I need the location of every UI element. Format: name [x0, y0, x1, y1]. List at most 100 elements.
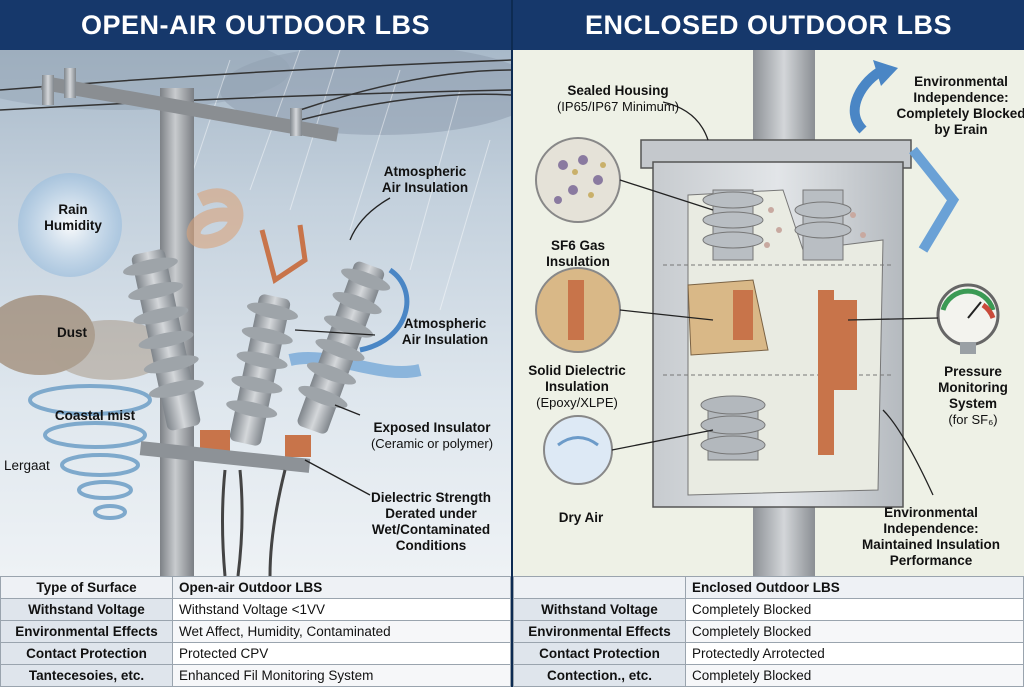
row-label: Contact Protection	[513, 642, 686, 665]
air2-line1: Atmospheric	[403, 316, 487, 331]
table-row: Contact Protection Protected CPV	[0, 642, 511, 665]
row-value: Completely Blocked	[685, 598, 1024, 621]
enclosed-panel: ENCLOSED OUTDOOR LBS	[513, 0, 1024, 576]
rain-label: Rain Humidity	[38, 202, 108, 234]
env2-line4: Performance	[889, 553, 973, 568]
copper-switch-blade	[259, 224, 308, 285]
table-header-row: Type of Surface Open-air Outdoor LBS	[0, 576, 511, 599]
solid-dielectric-inset	[535, 267, 621, 353]
dust-text: Dust	[57, 325, 87, 340]
solid-line3: (Epoxy/XLPE)	[536, 395, 618, 410]
copper-busbar	[818, 290, 857, 455]
sf6-gas-label: SF6 Gas Insulation	[533, 238, 623, 270]
lergaat-text: Lergaat	[4, 458, 50, 473]
dust-cloud	[0, 295, 170, 380]
table-header-row: Enclosed Outdoor LBS	[513, 576, 1024, 599]
table-row: Contact Protection Protectedly Arrotecte…	[513, 642, 1024, 665]
pressure-line3: System	[948, 396, 998, 411]
rain-text: Rain	[58, 202, 88, 217]
env2-line1: Environmental	[884, 505, 978, 520]
crossarm	[40, 75, 339, 142]
wind-arrow	[359, 267, 410, 353]
blocked-arrow-up	[849, 65, 886, 134]
row-label: Contact Protection	[0, 642, 173, 665]
table-row: Withstand Voltage Completely Blocked	[513, 598, 1024, 621]
exposed-line2: (Ceramic or polymer)	[370, 436, 494, 451]
row-value: Completely Blocked	[685, 620, 1024, 643]
lergaat-label: Lergaat	[4, 458, 64, 474]
header-cell	[513, 576, 686, 599]
row-label: Environmental Effects	[0, 620, 173, 643]
pressure-gauge	[936, 283, 1000, 354]
solid-line2: Insulation	[545, 379, 609, 394]
header-cell: Enclosed Outdoor LBS	[685, 576, 1024, 599]
copper-terminal-right	[285, 435, 311, 457]
table-row: Environmental Effects Wet Affect, Humidi…	[0, 620, 511, 643]
dry-air-text: Dry Air	[558, 510, 604, 525]
env1-line1: Environmental	[914, 74, 1008, 89]
solid-dielectric-label: Solid Dielectric Insulation (Epoxy/XLPE)	[517, 363, 637, 411]
row-value: Protected CPV	[172, 642, 511, 665]
row-label: Tantecesoies, etc.	[0, 664, 173, 687]
env1-line2: Independence:	[913, 90, 1009, 105]
air1-line1: Atmospheric	[383, 164, 467, 179]
row-label: Withstand Voltage	[513, 598, 686, 621]
dielectric-line3: Wet/Contaminated	[371, 522, 491, 537]
coastal-text: Coastal mist	[54, 408, 136, 423]
table-row: Tantecesoies, etc. Enhanced Fil Monitori…	[0, 664, 511, 687]
sf6-line1: SF6 Gas	[550, 238, 606, 253]
exposed-insulator-label: Exposed Insulator (Ceramic or polymer)	[354, 420, 510, 452]
insulator-right	[297, 261, 391, 434]
header-cell: Open-air Outdoor LBS	[172, 576, 511, 599]
humidity-text: Humidity	[44, 218, 102, 233]
sealed-housing-label: Sealed Housing (IP65/IP67 Minimum)	[533, 83, 703, 115]
center-divider	[511, 0, 513, 687]
enclosed-title: ENCLOSED OUTDOOR LBS	[513, 0, 1024, 50]
row-value: Protectedly Arrotected	[685, 642, 1024, 665]
copper-contact	[733, 290, 753, 340]
open-air-illustration	[0, 50, 511, 576]
env2-line3: Maintained Insulation	[861, 537, 1000, 552]
row-value: Withstand Voltage <1VV	[172, 598, 511, 621]
insulator-middle	[226, 294, 298, 446]
table-row: Contection., etc. Completely Blocked	[513, 664, 1024, 687]
rain-bubble	[18, 173, 122, 277]
open-air-title: OPEN-AIR OUTDOOR LBS	[0, 0, 511, 50]
sf6-gas-inset	[535, 137, 621, 223]
pressure-line2: Monitoring	[938, 380, 1008, 395]
insulator-left	[123, 249, 204, 431]
copper-terminal-left	[200, 430, 230, 452]
dielectric-line1: Dielectric Strength	[370, 490, 492, 505]
dielectric-line2: Derated under	[385, 506, 477, 521]
coastal-mist-label: Coastal mist	[40, 408, 150, 424]
dry-air-label: Dry Air	[541, 510, 621, 526]
sealed-line2: (IP65/IP67 Minimum)	[556, 99, 680, 114]
environmental-independence-bottom-label: Environmental Independence: Maintained I…	[851, 505, 1011, 569]
env1-line3: Completely Blocked	[896, 106, 1024, 121]
row-value: Enhanced Fil Monitoring System	[172, 664, 511, 687]
row-value: Wet Affect, Humidity, Contaminated	[172, 620, 511, 643]
row-label: Contection., etc.	[513, 664, 686, 687]
coastal-mist-swirl	[28, 384, 152, 520]
atmospheric-air-label-2: Atmospheric Air Insulation	[380, 316, 510, 348]
atmospheric-air-label-1: Atmospheric Air Insulation	[360, 164, 490, 196]
header-cell: Type of Surface	[0, 576, 173, 599]
sf6-line2: Insulation	[546, 254, 610, 269]
row-label: Environmental Effects	[513, 620, 686, 643]
sealed-line1: Sealed Housing	[567, 83, 669, 98]
pressure-monitoring-label: Pressure Monitoring System (for SF₆)	[925, 364, 1021, 428]
dielectric-line4: Conditions	[395, 538, 467, 553]
env2-line2: Independence:	[883, 521, 979, 536]
enclosed-comparison-table: Enclosed Outdoor LBS Withstand Voltage C…	[513, 576, 1024, 687]
open-air-comparison-table: Type of Surface Open-air Outdoor LBS Wit…	[0, 576, 511, 687]
dust-label: Dust	[42, 325, 102, 341]
row-label: Withstand Voltage	[0, 598, 173, 621]
table-row: Environmental Effects Completely Blocked	[513, 620, 1024, 643]
air2-line2: Air Insulation	[401, 332, 489, 347]
environmental-independence-top-label: Environmental Independence: Completely B…	[895, 74, 1024, 138]
dry-air-insulator	[700, 395, 766, 461]
open-air-panel: OPEN-AIR OUTDOOR LBS	[0, 0, 511, 576]
blocked-arrow-down	[909, 146, 960, 253]
dry-air-inset	[543, 415, 613, 485]
pressure-line4: (for SF₆)	[948, 412, 998, 427]
